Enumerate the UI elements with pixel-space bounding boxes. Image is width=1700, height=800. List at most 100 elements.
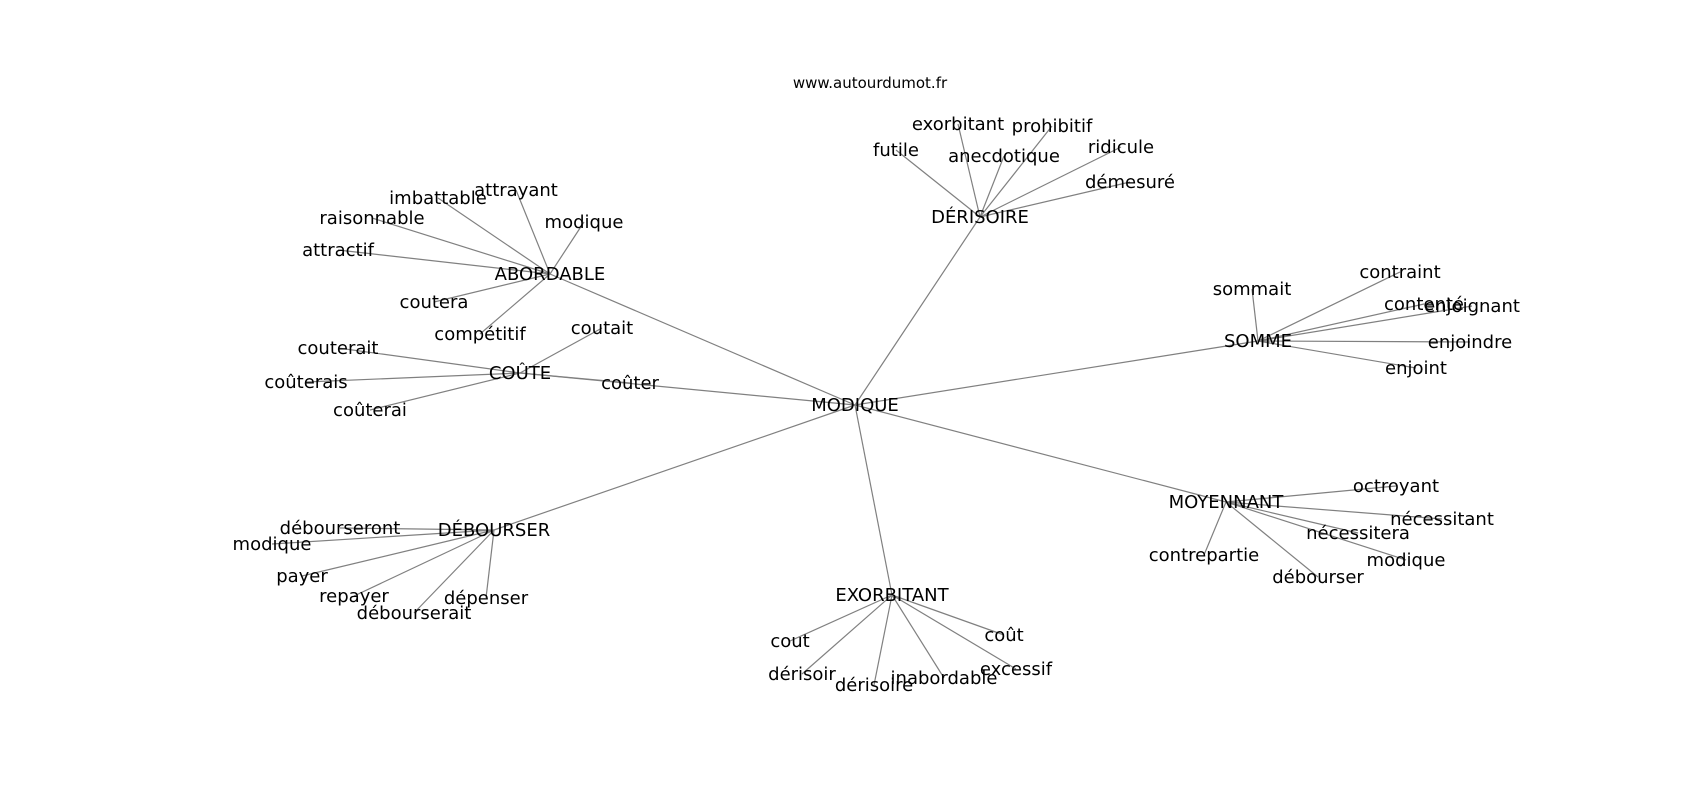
- edge-exorbitant-leaf: [789, 594, 893, 642]
- leaf-node-abordable: attractif: [302, 240, 375, 261]
- edge-abordable-leaf: [337, 249, 551, 275]
- leaf-node-abordable: attrayant: [474, 180, 558, 201]
- leaf-node-coute: coûter: [601, 373, 659, 394]
- edge-exorbitant-leaf: [891, 594, 945, 679]
- leaf-node-coute: coûterai: [333, 400, 407, 421]
- edge-center-moyennant: [854, 404, 1227, 503]
- edge-debourser-leaf: [413, 529, 495, 614]
- hub-node-abordable: ABORDABLE: [495, 264, 606, 285]
- edge-center-somme: [854, 340, 1259, 406]
- edge-coute-leaf: [519, 372, 631, 384]
- edge-exorbitant-leaf: [891, 594, 1005, 636]
- edge-moyennant-leaf: [1225, 485, 1397, 503]
- leaf-node-abordable: compétitif: [434, 324, 526, 345]
- edge-debourser-leaf: [339, 527, 495, 531]
- leaf-node-moyennant: modique: [1367, 550, 1446, 571]
- leaf-node-moyennant: contrepartie: [1149, 545, 1259, 566]
- leaf-node-exorbitant: inabordable: [891, 668, 998, 689]
- edge-derisoire-leaf: [957, 123, 981, 218]
- graph-edges: [271, 123, 1473, 686]
- edge-center-debourser: [493, 404, 856, 531]
- edge-derisoire-leaf: [979, 146, 1122, 218]
- leaf-node-abordable: imbattable: [389, 188, 487, 209]
- leaf-node-moyennant: nécessitera: [1306, 523, 1410, 544]
- leaf-node-derisoire: prohibitif: [1012, 116, 1093, 137]
- edge-moyennant-leaf: [1203, 501, 1227, 556]
- edge-abordable-leaf: [515, 189, 551, 275]
- edge-moyennant-leaf: [1225, 501, 1443, 520]
- leaf-node-debourser: repayer: [319, 586, 389, 607]
- edge-somme-leaf: [1257, 305, 1473, 342]
- leaf-node-somme: enjoignant: [1424, 296, 1520, 317]
- edge-somme-leaf: [1257, 340, 1417, 369]
- leaf-node-coute: coutait: [571, 318, 633, 339]
- graph-labels: www.autourdumot.fr attrayantimbattablera…: [233, 74, 1520, 696]
- leaf-node-debourser: débourseront: [280, 518, 401, 539]
- edge-derisoire-leaf: [979, 125, 1053, 218]
- edge-coute-leaf: [337, 347, 521, 374]
- edge-coute-leaf: [519, 327, 603, 374]
- edge-moyennant-leaf: [1225, 501, 1359, 534]
- hub-node-debourser: DÉBOURSER: [438, 519, 550, 541]
- edge-coute-leaf: [369, 372, 521, 411]
- leaf-node-derisoire: ridicule: [1088, 137, 1154, 158]
- edge-exorbitant-leaf: [891, 594, 1017, 670]
- edge-somme-leaf: [1251, 288, 1259, 342]
- edge-abordable-leaf: [371, 217, 551, 275]
- leaf-node-debourser: modique: [233, 534, 312, 555]
- edge-abordable-leaf: [479, 273, 551, 335]
- edge-somme-leaf: [1257, 340, 1471, 343]
- edge-center-abordable: [549, 273, 856, 406]
- edge-moyennant-leaf: [1225, 501, 1319, 578]
- edge-abordable-leaf: [549, 221, 585, 275]
- leaf-node-abordable: modique: [545, 212, 624, 233]
- edge-derisoire-leaf: [895, 149, 981, 218]
- edge-debourser-leaf: [353, 529, 495, 597]
- edge-debourser-leaf: [301, 529, 495, 577]
- leaf-node-derisoire: anecdotique: [948, 146, 1060, 167]
- edge-moyennant-leaf: [1225, 501, 1407, 561]
- hub-node-derisoire: DÉRISOIRE: [931, 206, 1029, 228]
- leaf-node-derisoire: futile: [873, 140, 919, 161]
- hub-node-moyennant: MOYENNANT: [1169, 492, 1285, 513]
- hub-node-somme: SOMME: [1224, 331, 1292, 352]
- leaf-node-abordable: coutera: [400, 292, 469, 313]
- edge-abordable-leaf: [437, 197, 551, 275]
- hub-node-exorbitant: EXORBITANT: [835, 585, 949, 606]
- leaf-node-exorbitant: dérisoire: [835, 675, 913, 696]
- edge-center-exorbitant: [854, 404, 893, 596]
- leaf-node-exorbitant: coût: [984, 625, 1023, 646]
- leaf-node-coute: coûterais: [264, 372, 347, 393]
- leaf-node-somme: enjoint: [1385, 358, 1447, 379]
- leaf-node-debourser: dépenser: [444, 588, 529, 609]
- center-node: MODIQUE: [811, 395, 899, 416]
- leaf-node-exorbitant: excessif: [980, 659, 1053, 680]
- edge-debourser-leaf: [485, 529, 495, 599]
- leaf-node-derisoire: exorbitant: [912, 114, 1004, 135]
- hub-node-coute: COÛTE: [489, 362, 551, 384]
- edge-center-derisoire: [854, 216, 981, 406]
- leaf-node-somme: sommait: [1213, 279, 1292, 300]
- edge-derisoire-leaf: [979, 155, 1005, 218]
- source-credit: www.autourdumot.fr: [793, 74, 948, 92]
- leaf-node-abordable: raisonnable: [319, 208, 424, 229]
- edge-abordable-leaf: [433, 273, 551, 303]
- leaf-node-somme: enjoindre: [1428, 332, 1512, 353]
- leaf-node-debourser: débourserait: [357, 603, 472, 624]
- leaf-node-somme: contraint: [1359, 262, 1440, 283]
- leaf-node-moyennant: octroyant: [1353, 476, 1439, 497]
- edge-exorbitant-leaf: [801, 594, 893, 675]
- leaf-node-debourser: payer: [276, 566, 328, 587]
- leaf-node-somme: contenté: [1384, 294, 1464, 315]
- leaf-node-exorbitant: dérisoir: [768, 664, 836, 685]
- edge-exorbitant-leaf: [873, 594, 893, 686]
- leaf-node-derisoire: démesuré: [1085, 172, 1175, 193]
- leaf-node-moyennant: débourser: [1272, 567, 1364, 588]
- leaf-node-exorbitant: cout: [770, 631, 809, 652]
- leaf-node-moyennant: nécessitant: [1390, 509, 1494, 530]
- edge-coute-leaf: [305, 372, 521, 383]
- edge-debourser-leaf: [271, 529, 495, 545]
- edge-derisoire-leaf: [979, 181, 1131, 218]
- edge-somme-leaf: [1257, 303, 1425, 342]
